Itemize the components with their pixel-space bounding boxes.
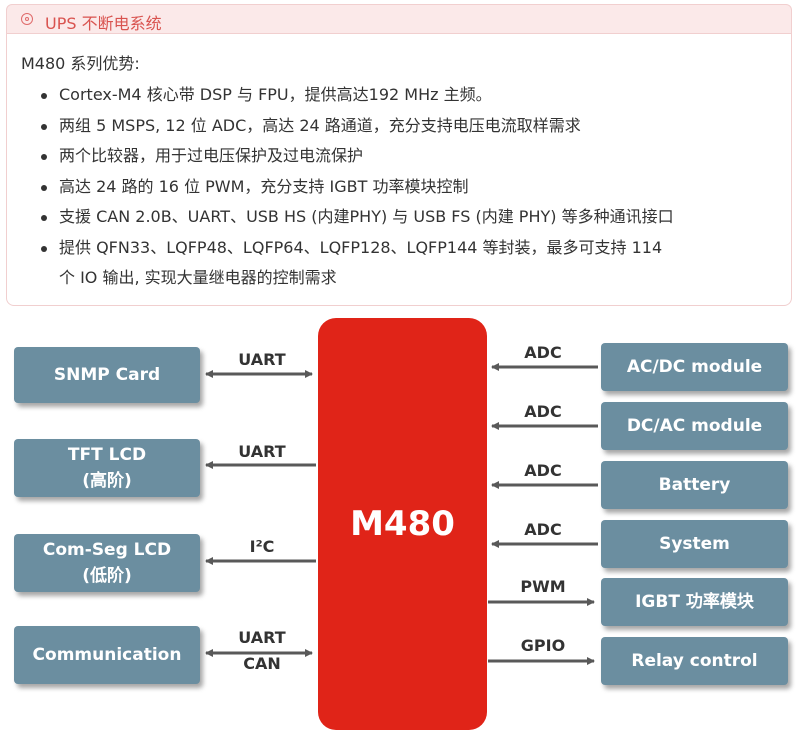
features-panel: M480 系列优势: Cortex-M4 核心带 DSP 与 FPU，提供高达1…	[6, 34, 792, 306]
bus-label: I²C	[249, 537, 275, 556]
bus-label: ADC	[524, 461, 562, 480]
bus-label: UART	[238, 442, 286, 461]
list-item: 支援 CAN 2.0B、UART、USB HS (内建PHY) 与 USB FS…	[7, 202, 787, 233]
communication-block: Communication	[14, 626, 200, 684]
features-list: Cortex-M4 核心带 DSP 与 FPU，提供高达192 MHz 主频。 …	[7, 80, 787, 294]
bus-label: ADC	[524, 520, 562, 539]
list-item: 高达 24 路的 16 位 PWM，充分支持 IGBT 功率模块控制	[7, 172, 787, 203]
igbt-module-block: IGBT 功率模块	[601, 578, 788, 626]
com-seg-lcd-block: Com-Seg LCD (低阶)	[14, 534, 200, 592]
bus-label: UART	[238, 350, 286, 369]
list-item: 提供 QFN33、LQFP48、LQFP64、LQFP128、LQFP144 等…	[7, 233, 787, 294]
m480-mcu-block: M480	[318, 318, 487, 730]
dc-ac-module-block: DC/AC module	[601, 402, 788, 450]
tft-lcd-block: TFT LCD (高阶)	[14, 439, 200, 497]
snmp-card-block: SNMP Card	[14, 347, 200, 403]
bus-label: UART	[238, 628, 286, 647]
bus-label: ADC	[524, 343, 562, 362]
section-title: UPS 不断电系统	[45, 14, 162, 33]
bus-label: ADC	[524, 402, 562, 421]
features-intro: M480 系列优势:	[21, 54, 140, 73]
list-item: Cortex-M4 核心带 DSP 与 FPU，提供高达192 MHz 主频。	[7, 80, 787, 111]
relay-control-block: Relay control	[601, 637, 788, 685]
system-block: System	[601, 520, 788, 568]
bus-label: GPIO	[520, 636, 566, 655]
list-item-continuation: 个 IO 输出, 实现大量继电器的控制需求	[59, 268, 337, 287]
bus-label: CAN	[243, 654, 281, 673]
section-header: UPS 不断电系统	[6, 4, 792, 34]
battery-block: Battery	[601, 461, 788, 509]
block-diagram: M480 SNMP Card TFT LCD (高阶) Com-Seg LCD …	[0, 310, 800, 730]
list-item: 两个比较器，用于过电压保护及过电流保护	[7, 141, 787, 172]
list-item: 两组 5 MSPS, 12 位 ADC，高达 24 路通道，充分支持电压电流取样…	[7, 111, 787, 142]
circle-bullet-icon	[21, 13, 33, 25]
bus-label: PWM	[520, 577, 566, 596]
ac-dc-module-block: AC/DC module	[601, 343, 788, 391]
connection-arrows	[205, 363, 598, 665]
